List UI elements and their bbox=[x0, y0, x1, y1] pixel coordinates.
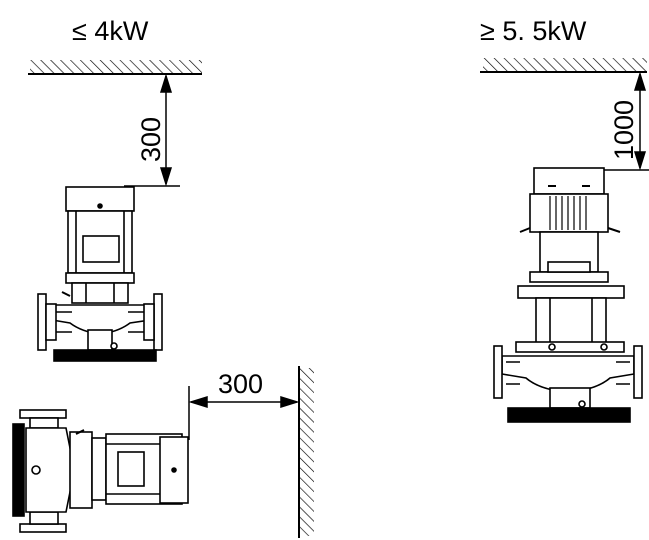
small-pump-horizontal-clearance-value: 300 bbox=[218, 369, 263, 399]
small-pump-wall bbox=[298, 366, 314, 538]
small-pump-horizontal-dimension bbox=[188, 386, 300, 440]
small-pump-ceiling bbox=[28, 60, 202, 75]
small-pump-vertical-clearance-value: 300 bbox=[136, 117, 166, 162]
small-pump-vertical-dimension bbox=[124, 73, 180, 187]
large-pump-power-label: ≥ 5. 5kW bbox=[480, 16, 587, 46]
small-horizontal-pump bbox=[12, 409, 189, 533]
large-pump-ceiling bbox=[480, 58, 647, 73]
large-pump-vertical-dimension bbox=[598, 71, 649, 171]
small-pump-power-label: ≤ 4kW bbox=[72, 16, 149, 46]
large-pump-vertical-clearance-value: 1000 bbox=[609, 100, 639, 160]
small-vertical-pump bbox=[37, 186, 163, 362]
large-vertical-pump bbox=[493, 167, 643, 423]
